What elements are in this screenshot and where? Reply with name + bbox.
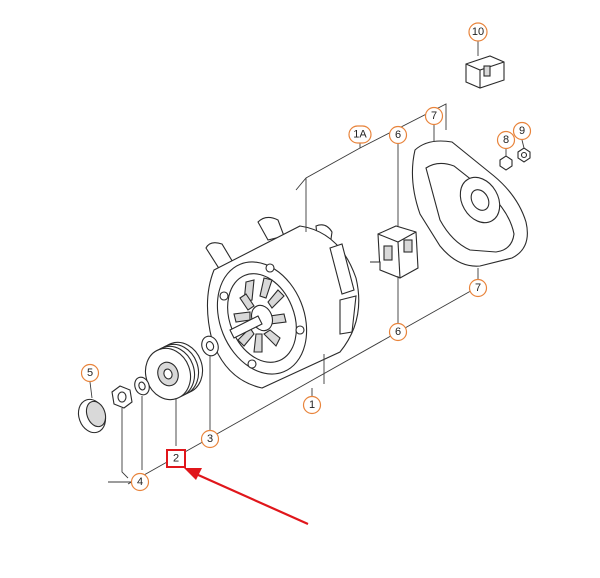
callout-8: 8 [496,130,516,150]
svg-text:5: 5 [87,367,93,379]
connector-plug [465,55,505,89]
svg-text:1: 1 [309,399,315,411]
voltage-regulator [370,225,419,279]
callout-7-bottom: 7 [468,278,488,298]
svg-text:9: 9 [519,125,525,137]
red-pointer-arrow [184,468,309,526]
callout-6-bottom: 6 [388,322,408,342]
rear-cover [411,140,528,267]
svg-text:8: 8 [503,134,509,146]
svg-text:6: 6 [395,326,401,338]
svg-text:6: 6 [395,129,401,141]
callout-2-highlighted: 2 [166,449,186,468]
pulley-cap [77,398,107,434]
svg-text:3: 3 [207,433,213,445]
svg-text:7: 7 [475,282,481,294]
alternator-body [205,216,360,389]
callout-7-top: 7 [424,106,444,126]
svg-text:4: 4 [137,476,143,488]
pulley [144,341,204,401]
svg-text:1A: 1A [353,129,367,141]
hex-nut [517,147,531,163]
callout-9: 9 [512,121,532,141]
pulley-nut [111,385,133,409]
svg-text:2: 2 [173,453,179,465]
small-nut [499,155,513,171]
svg-text:7: 7 [431,110,437,122]
callout-6-top: 6 [388,125,408,145]
callout-5: 5 [80,363,100,383]
svg-text:10: 10 [472,26,484,38]
callout-3: 3 [200,429,220,449]
callout-10: 10 [468,22,488,42]
spacer-washer [134,376,150,396]
leader-lines [89,40,525,485]
callout-4: 4 [130,472,150,492]
washer [201,335,219,357]
callout-1A: 1A [348,125,372,144]
callout-1: 1 [302,395,322,415]
